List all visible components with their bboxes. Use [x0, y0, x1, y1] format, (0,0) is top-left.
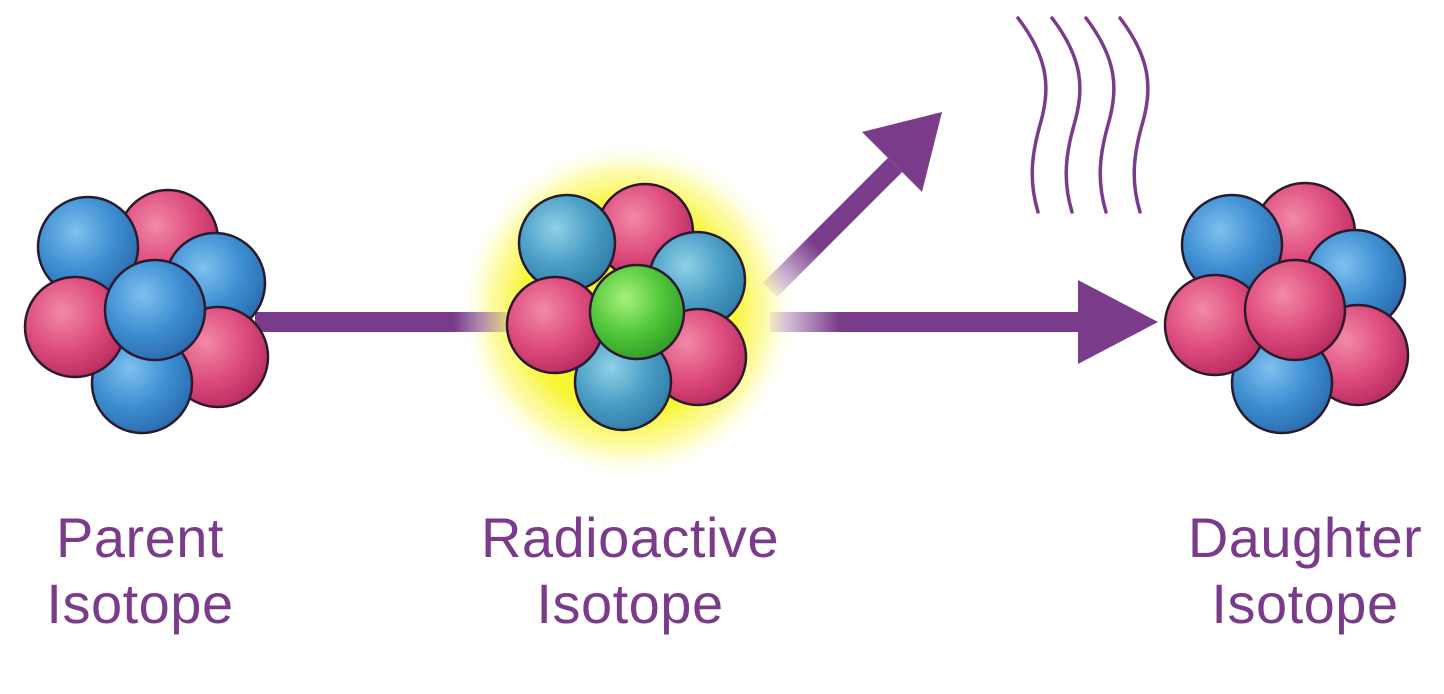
parent-label-line1: Parent — [56, 506, 224, 569]
radioactive-label-line2: Isotope — [536, 572, 724, 635]
daughter-isotope-label: Daughter Isotope — [1160, 505, 1444, 637]
parent-isotope-label: Parent Isotope — [20, 505, 260, 637]
radioactive-label-line1: Radioactive — [480, 506, 780, 569]
daughter-label-line2: Isotope — [1211, 572, 1399, 635]
glowing-nucleus-icon — [505, 182, 748, 432]
radioactive-isotope-label: Radioactive Isotope — [450, 505, 810, 637]
daughter-label-line1: Daughter — [1187, 506, 1423, 569]
decay-arrow-in — [255, 312, 510, 332]
emitted-particle — [588, 263, 686, 361]
emission-arrow — [762, 112, 942, 298]
parent-label-line2: Isotope — [46, 572, 234, 635]
radiation-wave-icon — [1016, 16, 1150, 214]
nucleus-icon — [1163, 181, 1410, 435]
nucleus-icon — [23, 188, 270, 435]
decay-arrow-out — [770, 280, 1158, 364]
